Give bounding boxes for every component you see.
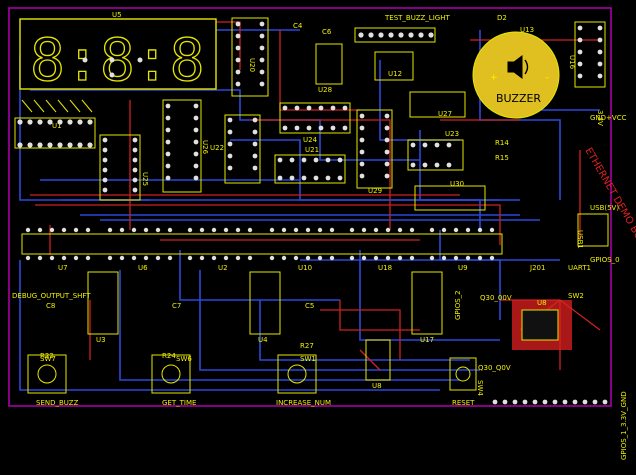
u24-label: U24 — [303, 136, 318, 144]
mcu-area: U8 J201 UART1 GPIOS_0 GPIOS_2 Q30_00V Q3… — [454, 256, 620, 405]
u9-label: U9 — [458, 264, 468, 272]
u3-label: U3 — [96, 336, 106, 344]
gpios-0-label: GPIOS_0 — [590, 256, 620, 264]
chip-u26: U26 — [162, 99, 209, 193]
u29-label: U29 — [368, 187, 382, 195]
send-buzz-button[interactable]: SW7 SEND_BUZZ — [27, 354, 79, 407]
sw7-label: SW7 — [40, 355, 56, 363]
gpios-2-label: GPIOS_2 — [454, 290, 462, 320]
u20-label: U20 — [248, 58, 256, 72]
chip-u28: U28 — [315, 43, 343, 94]
uart1-label: UART1 — [568, 264, 591, 272]
chip-u1: U1 — [14, 117, 96, 149]
d2-label: D2 — [497, 14, 507, 22]
board-outline — [8, 7, 612, 407]
c8-label: C8 — [46, 302, 55, 310]
u30-label: U30 — [450, 180, 464, 188]
u16-label: U16 — [568, 55, 576, 70]
send-buzz-label: SEND_BUZZ — [36, 399, 79, 407]
u28-label: U28 — [318, 86, 332, 94]
chip-u3: U3 — [87, 271, 119, 344]
increase-num-button[interactable]: SW1 INCREASE_NUM R27 — [276, 342, 331, 407]
chip-u12: U12 — [374, 51, 414, 81]
buzzer-minus: – — [545, 73, 550, 83]
chip-u16: U16 — [568, 21, 606, 88]
bottom-traces — [19, 29, 600, 391]
r27-label: R27 — [300, 342, 314, 350]
get-time-button[interactable]: SW6 GET_TIME R24 — [151, 352, 196, 407]
c7-label: C7 — [172, 302, 181, 310]
usb-5v-label: USB(5V) — [590, 204, 619, 212]
display-digits: 8:8:8 — [30, 26, 205, 94]
test-buzz-header: TEST_BUZZ_LIGHT — [354, 14, 450, 43]
chip-u21: U21 — [274, 146, 346, 184]
u8b-label: U8 — [372, 382, 382, 390]
chip-u8-bottom: U8 — [365, 339, 391, 390]
chip-u24: U24 — [279, 102, 351, 144]
q30-label: Q30_00V — [480, 294, 512, 302]
sw2-label: SW2 — [568, 292, 584, 300]
u6-label: U6 — [138, 264, 148, 272]
chip-u23: U23 — [407, 130, 464, 171]
u27-label: U27 — [438, 110, 452, 118]
debug-output-label: DEBUG_OUTPUT_SHFT — [12, 292, 91, 300]
v33-label: 3.3V — [596, 110, 604, 126]
speaker-icon — [507, 55, 529, 79]
u18-label: U18 — [378, 264, 392, 272]
increase-num-label: INCREASE_NUM — [276, 399, 331, 407]
r15-label: R15 — [495, 154, 509, 162]
buzzer-component: + – BUZZER U13 — [472, 26, 560, 119]
u13-label: U13 — [520, 26, 534, 34]
u25-label: U25 — [141, 172, 149, 186]
u12-label: U12 — [388, 70, 402, 78]
seven-segment-display: U5 8:8:8 — [19, 11, 217, 95]
chip-u17: U17 — [411, 271, 443, 344]
sw1-label: SW1 — [300, 355, 316, 363]
u26-label: U26 — [201, 140, 209, 155]
q30b-label: Q30_Q0V — [478, 364, 511, 372]
buzzer-plus: + — [490, 73, 498, 83]
j201-label: J201 — [529, 264, 545, 272]
chip-u20: U20 — [231, 17, 269, 97]
u2-label: U2 — [218, 264, 228, 272]
r24-label: R24 — [162, 352, 176, 360]
test-buzz-light-label: TEST_BUZZ_LIGHT — [384, 14, 450, 22]
chip-u22: U22 — [210, 114, 261, 184]
c4-label: C4 — [293, 22, 303, 30]
resistor-array — [21, 99, 93, 113]
u1-label: U1 — [52, 122, 62, 130]
r14-label: R14 — [495, 139, 509, 147]
reset-label: RESET — [452, 399, 475, 407]
u7-label: U7 — [58, 264, 68, 272]
c5-label: C5 — [305, 302, 314, 310]
u10-label: U10 — [298, 264, 312, 272]
reset-button[interactable]: SW4 RESET — [449, 357, 484, 407]
chip-u4: U4 — [249, 271, 281, 344]
u8-label: U8 — [537, 299, 547, 307]
sw6-label: SW6 — [176, 355, 192, 363]
u21-label: U21 — [305, 146, 319, 154]
c6-label: C6 — [322, 28, 332, 36]
usb1-label: USB1 — [576, 230, 584, 249]
u17-label: U17 — [420, 336, 434, 344]
buzzer-label: BUZZER — [496, 92, 541, 105]
get-time-label: GET_TIME — [162, 399, 196, 407]
shift-register-row: U7 U6 U2 U10 U18 U9 — [21, 227, 503, 272]
gnd-vcc-label: GND+VCC — [590, 114, 627, 122]
u4-label: U4 — [258, 336, 268, 344]
chip-u25: U25 — [99, 134, 149, 201]
chip-u29: U29 — [356, 109, 393, 195]
chip-u27: U27 — [409, 91, 466, 118]
u5-label: U5 — [112, 11, 122, 19]
sw4-label: SW4 — [476, 380, 484, 396]
gpios-footer-label: GPIOS_1_3.3V_GND — [620, 391, 628, 460]
u22-label: U22 — [210, 144, 224, 152]
chip-u30: U30 — [414, 180, 486, 211]
u23-label: U23 — [445, 130, 459, 138]
usb-connector: USB1 — [576, 213, 609, 249]
r22-label: R22 — [40, 352, 54, 360]
